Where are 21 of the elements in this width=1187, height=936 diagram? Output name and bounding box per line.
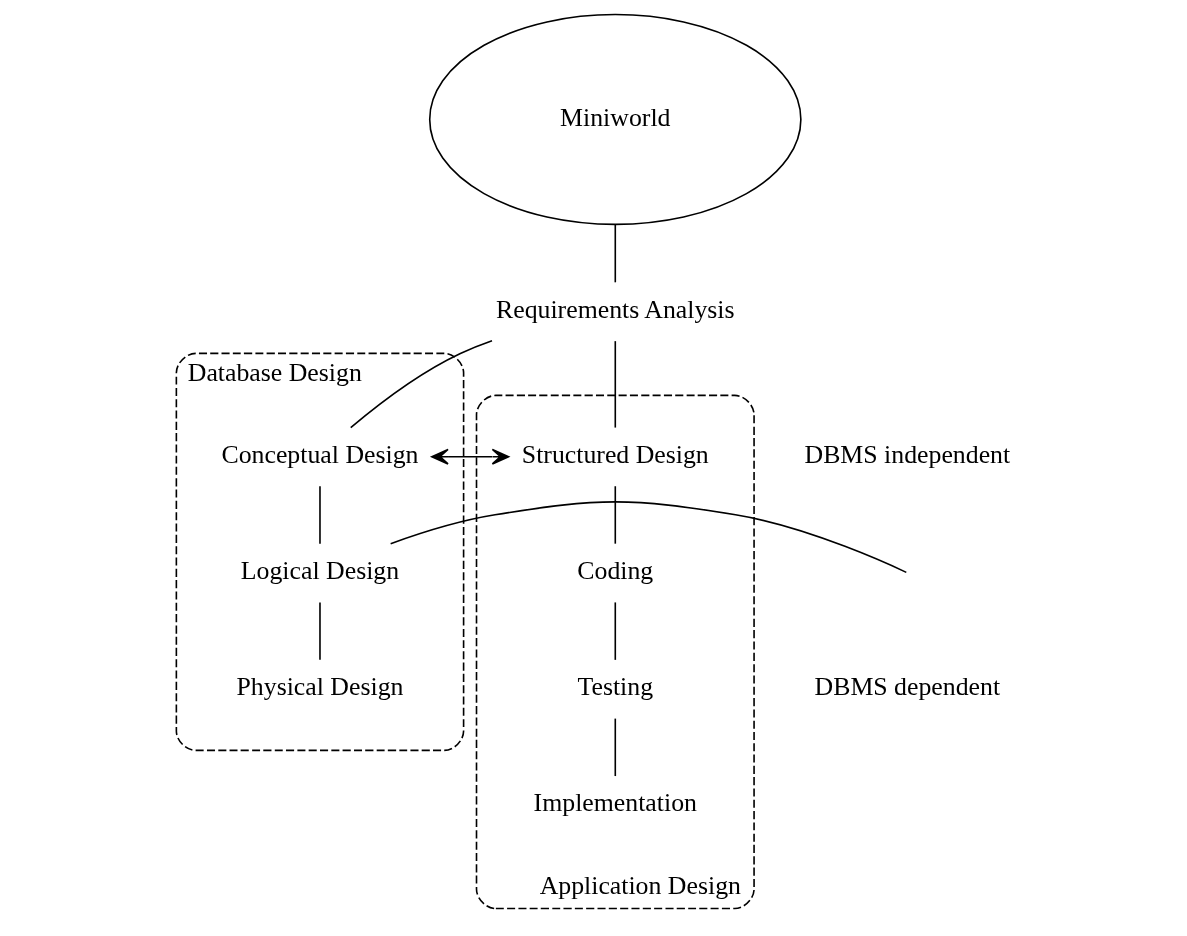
connector [319,601,321,661]
node-text: Physical Design [236,672,404,702]
node-text: Implementation [533,788,697,818]
arrow [431,448,510,465]
node-text: Logical Design [240,556,400,586]
connector [349,339,493,429]
label: DBMS dependent [814,672,1001,702]
label: DBMS independent [804,439,1011,469]
node-text: Coding [577,556,654,586]
node-text: Requirements Analysis [495,294,735,324]
connector [389,501,908,574]
node-text: Conceptual Design [221,439,419,469]
connector [614,717,617,777]
connector [319,485,321,545]
node-ellipse: Miniworld [428,13,802,226]
connector [614,224,617,284]
connector [614,340,617,429]
connector [614,601,617,661]
node-text: Testing [577,672,654,702]
connector [614,485,617,545]
node-text: Structured Design [521,439,709,469]
